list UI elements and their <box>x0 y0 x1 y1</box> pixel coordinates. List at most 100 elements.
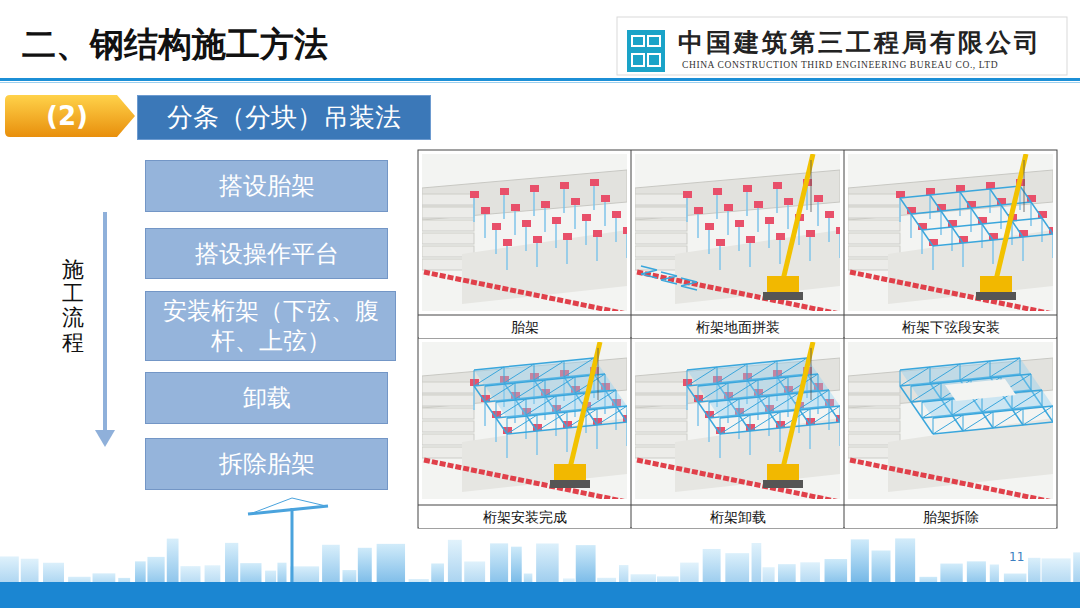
tire-frame-cap <box>552 217 561 224</box>
construction-scene <box>422 154 627 311</box>
process-box: 卸载 <box>145 372 388 424</box>
truss-chord <box>485 402 496 418</box>
tire-frame-cap <box>825 211 834 218</box>
crane-body <box>980 276 1012 294</box>
tire-frame-cap <box>582 214 591 221</box>
truss-chord <box>971 205 1001 208</box>
truss-web <box>922 402 923 418</box>
tire-frame-leg <box>473 386 475 410</box>
truss-web <box>769 396 770 412</box>
scene-ground <box>422 342 627 499</box>
truss-chord <box>900 195 930 198</box>
table-rule <box>844 150 845 528</box>
scene-floor <box>635 395 687 406</box>
node-text: (2) <box>46 100 88 133</box>
tire-frame-leg <box>929 195 931 219</box>
truss-web <box>728 383 729 399</box>
truss-web <box>526 396 556 415</box>
tire-frame-leg <box>626 234 627 258</box>
truss-web <box>474 367 504 386</box>
tire-frame-leg <box>910 214 912 238</box>
truss-web <box>747 361 777 380</box>
tire-frame-leg <box>615 218 617 242</box>
crane-boom <box>996 154 1026 280</box>
scene-floor <box>635 207 687 218</box>
tire-frame-leg <box>940 211 942 235</box>
tire-frame-leg <box>992 240 994 264</box>
scene-floor <box>848 382 900 393</box>
truss-web <box>545 377 575 396</box>
tire-frame-cap <box>522 220 531 227</box>
crane-boom <box>570 342 600 468</box>
truss-chord <box>698 402 709 418</box>
tire-frame-leg <box>809 237 811 261</box>
truss-chord <box>586 409 597 425</box>
truss-web <box>941 383 942 399</box>
tire-frame-leg <box>708 418 710 442</box>
truss-chord <box>982 412 993 428</box>
tire-frame-leg <box>484 402 486 426</box>
truss-chord <box>911 214 922 230</box>
tire-frame-leg <box>544 208 546 232</box>
crane-track <box>763 292 803 300</box>
truss-chord <box>933 243 963 246</box>
truss-chord <box>1012 409 1023 425</box>
image-caption: 桁架地面拼装 <box>632 316 843 338</box>
truss-web <box>963 415 964 431</box>
truss-web <box>900 367 930 386</box>
truss-web <box>963 412 993 431</box>
tire-frame-leg <box>981 224 983 248</box>
truss-chord <box>952 227 963 243</box>
tire-frame-cap <box>683 191 692 198</box>
truss-web <box>597 406 627 425</box>
crane-hook <box>811 160 812 212</box>
scene-slab <box>888 418 1053 492</box>
truss-chord <box>941 208 971 211</box>
construction-scene <box>848 342 1053 499</box>
tire-frame-leg <box>839 234 840 258</box>
construction-scene <box>635 342 840 499</box>
truss-web <box>810 409 811 425</box>
tire-frame-cap <box>571 198 580 205</box>
truss-web <box>993 409 1023 428</box>
truss-chord <box>982 224 993 240</box>
image-caption: 桁架下弦段安装 <box>845 316 1056 338</box>
truss-chord <box>930 195 941 211</box>
truss-web <box>627 406 628 422</box>
truss-web <box>933 415 963 434</box>
page-number: 11 <box>1006 550 1027 564</box>
tire-frame-leg <box>596 425 598 449</box>
scene-floor <box>422 207 474 218</box>
truss-chord <box>687 386 698 402</box>
truss-chord <box>1042 406 1053 422</box>
tire-frame-cap <box>560 182 569 189</box>
tire-frame-cap <box>814 195 823 202</box>
truss-web <box>1023 409 1024 425</box>
scene-floor <box>635 421 687 432</box>
truss-web <box>720 418 721 434</box>
scene-fence <box>850 460 1053 499</box>
scene-slab <box>675 418 840 492</box>
scene-floor <box>635 382 687 393</box>
process-box: 搭设胎架 <box>145 160 388 212</box>
tire-frame-cap <box>481 207 490 214</box>
tire-frame-leg <box>839 422 840 446</box>
scene-floor <box>848 207 900 218</box>
node-text: 分条（分块）吊装法 <box>167 101 401 134</box>
truss-web <box>777 358 807 377</box>
truss-web <box>780 412 781 428</box>
truss-web <box>911 383 941 402</box>
truss-chord <box>922 418 933 434</box>
tire-frame-leg <box>615 406 617 430</box>
tire-frame-cap <box>746 236 755 243</box>
scene-floor <box>848 408 900 419</box>
tire-frame-cap <box>503 239 512 246</box>
tire-frame-cap <box>713 188 722 195</box>
truss-chord <box>990 189 1001 205</box>
process-arrow-shaft <box>103 212 107 432</box>
process-arrow-head <box>95 430 115 447</box>
tire-frame-cap <box>500 188 509 195</box>
ground-truss-piece <box>681 278 697 290</box>
tire-frame-leg <box>749 243 751 267</box>
tire-frame-leg <box>686 198 688 222</box>
